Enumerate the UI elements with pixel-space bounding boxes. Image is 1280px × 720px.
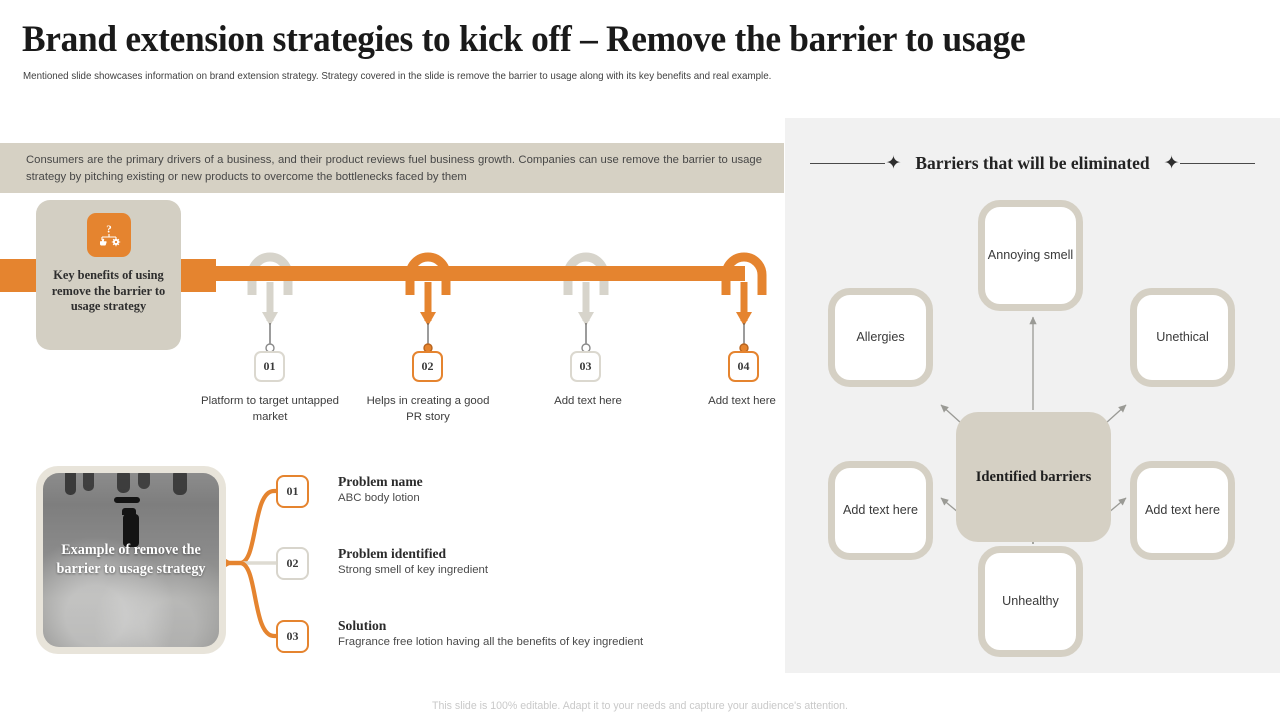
timeline-number-04[interactable]: 04 bbox=[728, 351, 759, 382]
lotion-pump-bottle-photo: Example of remove the barrier to usage s… bbox=[43, 473, 219, 647]
example-number-01[interactable]: 01 bbox=[276, 475, 309, 508]
example-heading-03: Solution bbox=[338, 618, 387, 633]
timeline-number-02[interactable]: 02 bbox=[412, 351, 443, 382]
example-photo-frame: Example of remove the barrier to usage s… bbox=[36, 466, 226, 654]
timeline-label-03: Add text here bbox=[554, 395, 622, 407]
header-rule-left bbox=[810, 162, 886, 164]
timeline-label-01: Platform to target untapped market bbox=[200, 395, 340, 423]
barriers-panel-title: Barriers that will be eliminated bbox=[915, 152, 1150, 173]
footer-note: This slide is 100% editable. Adapt it to… bbox=[431, 700, 849, 712]
key-benefits-title: Key benefits of using remove the barrier… bbox=[51, 268, 166, 313]
svg-text:?: ? bbox=[106, 224, 112, 236]
identified-barriers-diagram: Annoying smell Allergies Unethical Add t… bbox=[785, 180, 1280, 670]
photo-top-texture bbox=[65, 473, 187, 495]
example-body-03: Fragrance free lotion having all the ben… bbox=[338, 636, 644, 648]
page-subtitle: Mentioned slide showcases information on… bbox=[23, 70, 772, 82]
barrier-node-right[interactable]: Unethical bbox=[1130, 288, 1235, 387]
key-benefits-card: ? Key benefits of using remove the barri… bbox=[36, 200, 181, 350]
header-rule-right bbox=[1179, 162, 1255, 164]
barriers-panel-header: ✦ Barriers that will be eliminated ✦ bbox=[785, 146, 1280, 180]
sparkle-icon-left: ✦ bbox=[885, 152, 902, 174]
example-item-03: Solution Fragrance free lotion having al… bbox=[338, 618, 643, 648]
example-item-02: Problem identified Strong smell of key i… bbox=[338, 546, 488, 576]
barrier-node-top[interactable]: Annoying smell bbox=[978, 200, 1083, 311]
timeline-spine-bar bbox=[216, 266, 745, 281]
barrier-node-bottom-right[interactable]: Add text here bbox=[1130, 461, 1235, 560]
timeline-number-01[interactable]: 01 bbox=[254, 351, 285, 382]
barriers-panel: ✦ Barriers that will be eliminated ✦ bbox=[785, 118, 1280, 673]
timeline-number-03[interactable]: 03 bbox=[570, 351, 601, 382]
page-title: Brand extension strategies to kick off –… bbox=[22, 19, 1026, 60]
barrier-node-left[interactable]: Allergies bbox=[828, 288, 933, 387]
sparkle-icon-right: ✦ bbox=[1163, 152, 1180, 174]
example-body-01: ABC body lotion bbox=[338, 492, 420, 504]
pump-bottle-silhouette bbox=[114, 497, 140, 547]
timeline-label-04: Add text here bbox=[708, 395, 776, 407]
example-item-01: Problem name ABC body lotion bbox=[338, 474, 423, 504]
barrier-node-bottom-left[interactable]: Add text here bbox=[828, 461, 933, 560]
hierarchy-benefits-icon: ? bbox=[86, 213, 131, 257]
intro-banner: Consumers are the primary drivers of a b… bbox=[0, 143, 784, 193]
example-heading-01: Problem name bbox=[338, 474, 423, 489]
example-heading-02: Problem identified bbox=[338, 546, 447, 561]
example-number-02[interactable]: 02 bbox=[276, 547, 309, 580]
diagram-center-node: Identified barriers bbox=[956, 412, 1111, 542]
example-body-02: Strong smell of key ingredient bbox=[338, 564, 489, 576]
example-photo-caption: Example of remove the barrier to usage s… bbox=[56, 542, 206, 577]
timeline-label-02: Helps in creating a good PR story bbox=[366, 395, 490, 423]
barrier-node-bottom[interactable]: Unhealthy bbox=[978, 546, 1083, 657]
example-number-03[interactable]: 03 bbox=[276, 620, 309, 653]
